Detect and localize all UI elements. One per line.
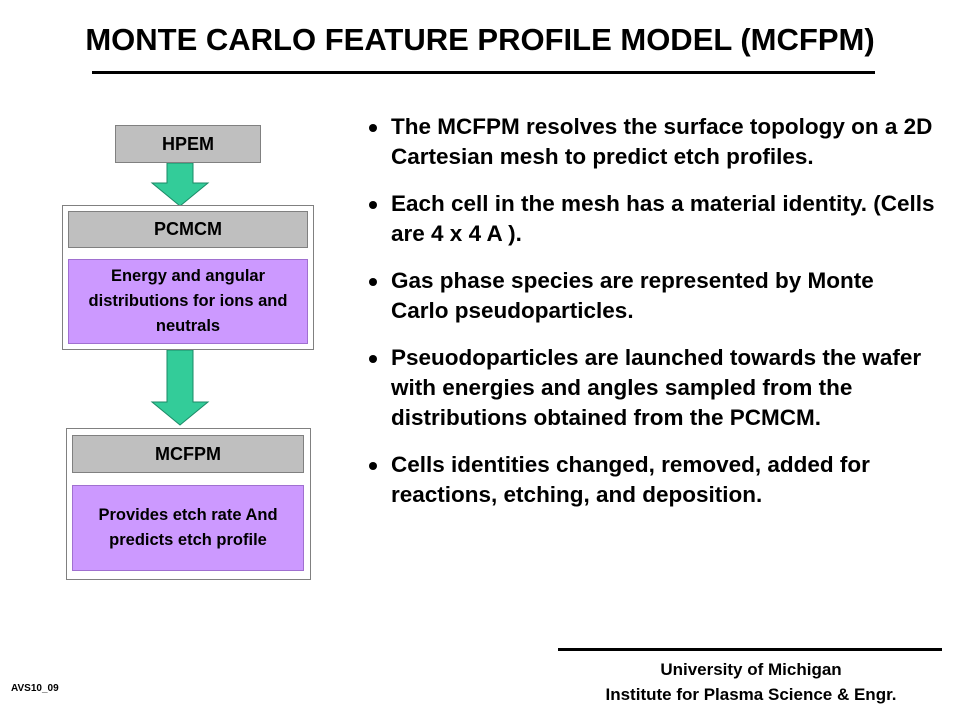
- bullet-text: Gas phase species are represented by Mon…: [391, 268, 874, 323]
- bullet-dot-icon: [369, 201, 377, 209]
- arrow-pcmcm-to-mcfpm: [150, 350, 210, 426]
- title-underline: [92, 71, 875, 74]
- bullet-item: The MCFPM resolves the surface topology …: [365, 112, 935, 172]
- bullet-text: Cells identities changed, removed, added…: [391, 452, 870, 507]
- footer-rule: [558, 648, 942, 651]
- bullet-item: Each cell in the mesh has a material ide…: [365, 189, 935, 249]
- arrow-hpem-to-pcmcm: [150, 163, 210, 207]
- footer-line-2: Institute for Plasma Science & Engr.: [605, 685, 897, 704]
- bullet-item: Cells identities changed, removed, added…: [365, 450, 935, 510]
- bullet-item: Gas phase species are represented by Mon…: [365, 266, 935, 326]
- hpem-box: HPEM: [115, 125, 261, 163]
- pcmcm-description: Energy and angular distributions for ion…: [88, 267, 288, 335]
- bullet-text: Each cell in the mesh has a material ide…: [391, 191, 935, 246]
- bullet-item: Pseuodoparticles are launched towards th…: [365, 343, 935, 433]
- footer-line-1: University of Michigan: [660, 660, 842, 679]
- mcfpm-description: Provides etch rate And predicts etch pro…: [98, 506, 278, 549]
- bullet-dot-icon: [369, 462, 377, 470]
- pcmcm-label: PCMCM: [154, 219, 222, 239]
- bullet-text: The MCFPM resolves the surface topology …: [391, 114, 933, 169]
- pcmcm-description-box: Energy and angular distributions for ion…: [68, 259, 308, 344]
- slide-id: AVS10_09: [11, 683, 59, 694]
- mcfpm-label: MCFPM: [155, 444, 221, 464]
- hpem-label: HPEM: [161, 134, 214, 154]
- bullet-dot-icon: [369, 278, 377, 286]
- institution-footer: University of Michigan Institute for Pla…: [556, 657, 946, 707]
- mcfpm-box: MCFPM: [72, 435, 304, 473]
- pcmcm-box: PCMCM: [68, 211, 308, 248]
- mcfpm-description-box: Provides etch rate And predicts etch pro…: [72, 485, 304, 571]
- slide-title: MONTE CARLO FEATURE PROFILE MODEL (MCFPM…: [85, 22, 875, 57]
- bullet-text: Pseuodoparticles are launched towards th…: [391, 345, 922, 430]
- bullet-dot-icon: [369, 355, 377, 363]
- bullet-list: The MCFPM resolves the surface topology …: [365, 112, 935, 527]
- bullet-dot-icon: [369, 124, 377, 132]
